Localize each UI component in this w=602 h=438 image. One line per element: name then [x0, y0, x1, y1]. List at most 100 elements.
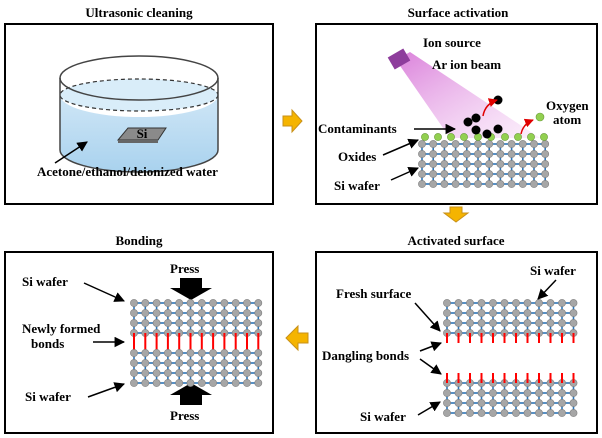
si-atom [451, 170, 460, 178]
si-atom [512, 399, 520, 407]
panel-surface-activation: Surface activation Ion source Ar ion bea… [315, 5, 598, 205]
si-atom [454, 399, 463, 407]
press-bottom-label: Press [170, 408, 199, 423]
solvent-pointer-arrow [54, 141, 88, 164]
si-atom [485, 140, 494, 148]
si-atom [558, 299, 566, 307]
si-atom [186, 359, 195, 367]
si-atom [186, 349, 195, 357]
si-atom [496, 140, 505, 148]
si-atom [462, 170, 471, 178]
si-atom [485, 150, 494, 158]
panel-frame [4, 251, 274, 434]
si-atom [523, 409, 532, 417]
si-atom [254, 379, 263, 387]
si-atom [462, 140, 471, 148]
surface-species [421, 95, 548, 141]
si-atom [163, 319, 172, 327]
si-atom [474, 160, 482, 168]
si-atom [523, 319, 532, 327]
si-atom [243, 379, 251, 387]
si-atom [535, 309, 543, 317]
si-atom [418, 180, 426, 188]
si-atom [466, 299, 474, 307]
si-atom [197, 299, 206, 307]
si-atom [197, 309, 206, 317]
dangling-bonds-pointer-top [419, 341, 442, 352]
activation-wafer-label: Si wafer [334, 178, 380, 193]
si-atom [512, 309, 520, 317]
si-atom [507, 170, 516, 178]
si-atom [530, 150, 538, 158]
si-atom [243, 349, 251, 357]
si-atom [231, 369, 240, 377]
water-surface [59, 78, 219, 112]
si-atom [535, 409, 543, 417]
si-atom [518, 140, 527, 148]
wafer-bottom-pointer [417, 401, 441, 416]
si-atom [254, 319, 263, 327]
si-atom [418, 140, 426, 148]
si-atom [254, 369, 263, 377]
si-sample: Si [116, 126, 167, 143]
dangling-bonds-pointer-bottom [419, 358, 442, 375]
si-atom [243, 299, 251, 307]
si-atom [477, 409, 486, 417]
si-lattice-activation [418, 140, 550, 188]
si-atom [546, 399, 555, 407]
si-atom [141, 359, 150, 367]
oxide-atom [474, 133, 482, 141]
si-atom [535, 299, 543, 307]
si-atom [209, 349, 217, 357]
oxide-atom [514, 133, 522, 141]
si-atom [254, 349, 263, 357]
si-atom [523, 299, 532, 307]
panel-title-activation: Surface activation [408, 5, 510, 20]
solvent-label: Acetone/ethanol/deionized water [37, 164, 218, 179]
si-atom [451, 160, 460, 168]
oxide-atom [527, 133, 535, 141]
si-atom [443, 309, 451, 317]
si-atom [231, 379, 240, 387]
si-atom [152, 349, 161, 357]
si-atom [186, 319, 195, 327]
si-atom [546, 319, 555, 327]
si-atom [175, 299, 184, 307]
si-atom [466, 389, 474, 397]
si-atom [175, 319, 184, 327]
si-atom [558, 319, 566, 327]
si-atom [462, 160, 471, 168]
si-atom [243, 319, 251, 327]
si-atom [440, 180, 449, 188]
si-atom [231, 299, 240, 307]
flow-arrow-left [285, 324, 309, 352]
si-atom [163, 309, 172, 317]
si-atom [440, 140, 449, 148]
si-atom [485, 180, 494, 188]
si-atom [220, 299, 229, 307]
si-atom [489, 309, 497, 317]
si-atom [546, 299, 555, 307]
si-atom [197, 379, 206, 387]
si-atom [209, 299, 217, 307]
si-atom [530, 180, 538, 188]
oxygen-removal-arrow [520, 118, 534, 135]
oxide-atom [540, 133, 548, 141]
si-atom [500, 299, 509, 307]
si-atom [477, 299, 486, 307]
si-atom [152, 319, 161, 327]
si-atom [558, 409, 566, 417]
si-atom [500, 409, 509, 417]
si-atom [152, 309, 161, 317]
dangling-bonds-label: Dangling bonds [322, 348, 409, 363]
contaminant-particle [471, 113, 481, 123]
contaminant-particle [482, 129, 492, 139]
si-atom [477, 399, 486, 407]
si-atom [518, 150, 527, 158]
si-atom [569, 399, 578, 407]
si-atom [512, 409, 520, 417]
si-atom [209, 309, 217, 317]
si-atom [535, 389, 543, 397]
bonding-wafer-bottom-pointer [87, 382, 125, 398]
